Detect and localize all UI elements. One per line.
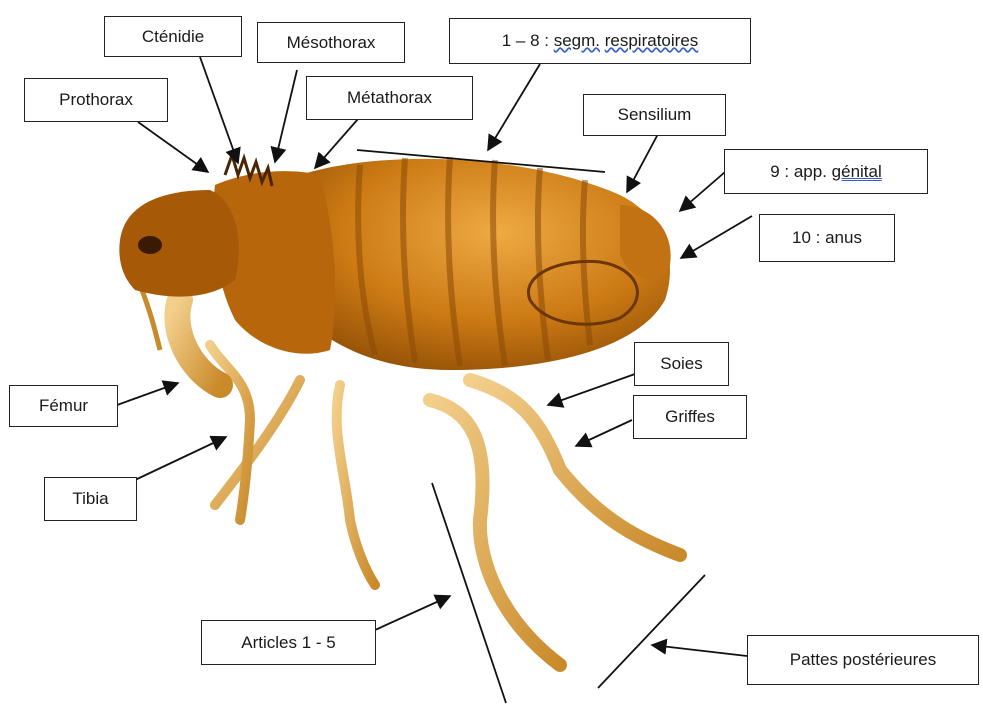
label-soies: Soies [634, 342, 729, 386]
label-femur-text: Fémur [39, 396, 88, 416]
arrow-tibia [135, 437, 226, 480]
arrow-metathorax [315, 119, 358, 168]
arrow-femur [117, 383, 178, 405]
arrow-sensilium [627, 134, 658, 192]
label-sensilium-text: Sensilium [618, 105, 692, 125]
label-articles-text: Articles 1 - 5 [241, 633, 335, 653]
mid-leg-1 [337, 385, 375, 585]
arrow-ctenidie [200, 57, 238, 163]
mid-leg-2 [215, 380, 300, 505]
label-mesothorax: Mésothorax [257, 22, 405, 63]
label-segments-prefix: 1 – 8 : [502, 31, 554, 51]
label-segments: 1 – 8 : segm. respiratoires [449, 18, 751, 64]
label-griffes-text: Griffes [665, 407, 715, 427]
arrow-genital [680, 172, 725, 211]
arrow-griffes [576, 420, 632, 446]
label-tibia-text: Tibia [72, 489, 108, 509]
label-anus: 10 : anus [759, 214, 895, 262]
label-metathorax-text: Métathorax [347, 88, 432, 108]
label-sensilium: Sensilium [583, 94, 726, 136]
label-anus-text: 10 : anus [792, 228, 862, 248]
label-femur: Fémur [9, 385, 118, 427]
label-ctenidie-text: Cténidie [142, 27, 204, 47]
label-genital-word: génital [832, 162, 882, 182]
head [119, 190, 238, 297]
arrow-soies [548, 374, 635, 405]
arrow-segments [488, 64, 540, 150]
label-articles: Articles 1 - 5 [201, 620, 376, 665]
flea-illustration [119, 155, 680, 665]
label-tibia: Tibia [44, 477, 137, 521]
label-ctenidie: Cténidie [104, 16, 242, 57]
label-pattes-text: Pattes postérieures [790, 650, 936, 670]
eye [138, 236, 162, 254]
label-segments-word2: respiratoires [605, 31, 699, 51]
arrow-articles [375, 596, 450, 630]
arrow-mesothorax [275, 70, 297, 162]
label-metathorax: Métathorax [306, 76, 473, 120]
label-genital: 9 : app. génital [724, 149, 928, 194]
label-prothorax: Prothorax [24, 78, 168, 122]
label-griffes: Griffes [633, 395, 747, 439]
label-genital-prefix: 9 : app. [770, 162, 831, 182]
label-soies-text: Soies [660, 354, 703, 374]
label-prothorax-text: Prothorax [59, 90, 133, 110]
arrow-pattes [652, 645, 747, 656]
label-mesothorax-text: Mésothorax [287, 33, 376, 53]
label-pattes: Pattes postérieures [747, 635, 979, 685]
hind-legs-span-line [598, 575, 705, 688]
arrow-prothorax [138, 122, 208, 172]
label-segments-word1: segm. [554, 31, 600, 51]
arrow-anus [681, 216, 752, 258]
